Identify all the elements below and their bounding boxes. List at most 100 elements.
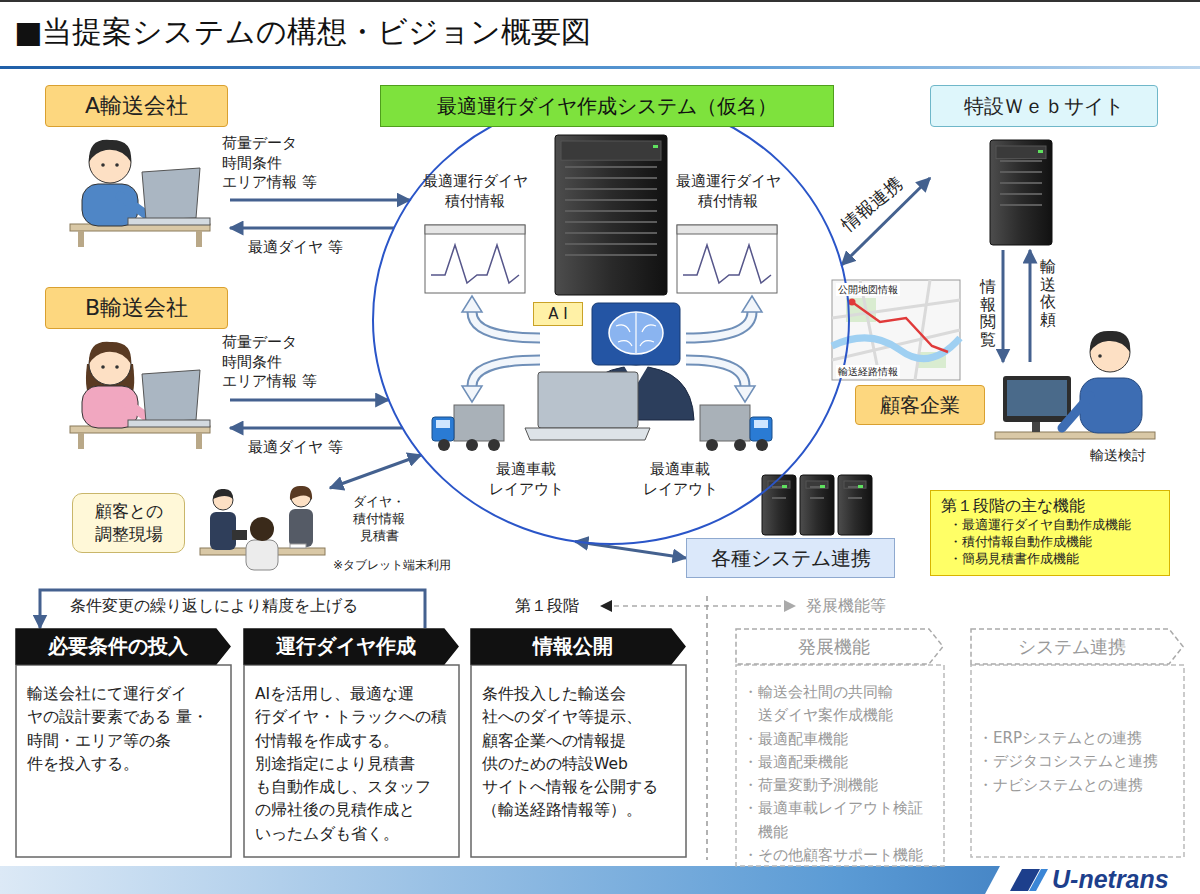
- server-vent: [1000, 160, 1042, 162]
- arm: [1062, 396, 1090, 428]
- customer-name: 顧客企業: [855, 385, 985, 425]
- meeting-figure: [200, 486, 325, 570]
- desk-leg: [196, 433, 202, 449]
- server-led: [1038, 150, 1043, 153]
- server-panel: [996, 146, 1046, 159]
- arrow-head: [735, 386, 755, 402]
- screen-bar: [677, 225, 777, 234]
- laptop-screen: [142, 168, 200, 220]
- screen-bar: [425, 225, 525, 234]
- arrow-fill: [686, 312, 752, 338]
- server-body: [800, 475, 834, 535]
- hair: [1090, 331, 1130, 352]
- step-box: 必要条件の投入輸送会社にて運行ダイ ヤの設計要素である 量・時間・エリア等の条 …: [15, 628, 232, 858]
- server-vent: [810, 497, 824, 499]
- hair: [89, 342, 131, 364]
- arrow-outline: [472, 360, 540, 386]
- torso: [1080, 378, 1142, 433]
- server-led: [653, 145, 658, 148]
- connector-arrow: [40, 590, 425, 628]
- connector-label: ダイヤ・ 積付情報 見積書: [343, 494, 415, 545]
- wheel: [756, 439, 768, 451]
- connector-label: 最適ダイヤ 等: [248, 238, 343, 258]
- server-body: [990, 140, 1052, 245]
- step-text: AIを活用し、最適な運 行ダイヤ・トラックへの積 付情報を作成する。 別途指定に…: [243, 665, 460, 846]
- paper: [290, 544, 306, 548]
- monitor-screen: [1007, 380, 1067, 416]
- chart-screen: [425, 225, 525, 293]
- slide-title: ■当提案システムの構想・ビジョン概要図: [14, 14, 591, 50]
- route-map: [832, 280, 960, 380]
- server-tower: [800, 475, 834, 535]
- connector-arrow: [1002, 250, 1005, 362]
- future-text: ・ERPシステムとの連携: [970, 665, 1185, 750]
- arrow-outline: [686, 312, 752, 338]
- arrow-outline: [686, 360, 745, 386]
- future-box: 発展機能・輸送会社間の共同輸 送ダイヤ案作成機能・最適配車機能・最適配乗機能・荷…: [735, 628, 945, 867]
- arrow-fill: [686, 360, 745, 386]
- truck-cab: [750, 417, 772, 441]
- hair: [213, 489, 233, 499]
- server-led: [782, 485, 787, 488]
- flow-arrow: [686, 296, 762, 338]
- connector-label: 荷量データ 時間条件 エリア情報 等: [222, 134, 340, 193]
- note-label: 最適運行ダイヤ 積付情報: [415, 172, 535, 211]
- truck-cab: [432, 417, 454, 441]
- connector-label: 輸送依頼: [1040, 258, 1056, 328]
- arrow-fill: [472, 312, 540, 338]
- connector-arrow: [330, 455, 421, 488]
- server-vent: [848, 497, 862, 499]
- flow-arrow: [462, 360, 540, 402]
- map-park: [846, 298, 876, 322]
- future-text: ・最適配乗機能: [735, 751, 945, 774]
- connector-arrow: [230, 427, 402, 430]
- stage-arrowhead: [600, 600, 612, 612]
- website-box: 特設Ｗｅｂサイト: [930, 85, 1158, 250]
- server-tower: [762, 475, 796, 535]
- step-text: 必要条件の投入: [15, 628, 232, 665]
- screen: [677, 225, 777, 293]
- connector-label: 荷量データ 時間条件 エリア情報 等: [222, 333, 340, 392]
- company-name: B輸送会社: [45, 287, 228, 329]
- eye: [101, 163, 105, 167]
- server-panel: [806, 481, 828, 488]
- step-body: [471, 665, 686, 857]
- system-circle: 最適運行ダイヤ作成システム（仮名）A I: [372, 85, 850, 545]
- note-label: 最適車載 レイアウト: [486, 460, 566, 499]
- server-tower: [990, 140, 1052, 245]
- future-text: ・最適配車機能: [735, 728, 945, 751]
- chart-screen: [677, 225, 777, 293]
- stage-divider: [706, 596, 708, 860]
- connector-arrow: [230, 227, 394, 230]
- truck: [432, 405, 504, 451]
- server-vent: [1000, 182, 1042, 184]
- note-label: 最適車載 レイアウト: [640, 460, 720, 499]
- feature-text: ・簡易見積書作成機能: [941, 551, 1159, 568]
- laptop-base: [525, 428, 650, 440]
- connector-label: 最適ダイヤ 等: [248, 438, 343, 458]
- server-vent: [565, 166, 657, 168]
- note-label: ※タブレット端末利用: [333, 558, 451, 574]
- eye: [101, 365, 105, 369]
- customer-figure: [995, 331, 1155, 439]
- link-name: 各種システム連携: [686, 538, 895, 578]
- server-vent: [565, 199, 657, 201]
- hair: [89, 140, 131, 162]
- note-label: 公開地図情報: [836, 283, 900, 296]
- desk-leg: [78, 231, 84, 247]
- step-text: 条件投入した輸送会 社へのダイヤ等提示、 顧客企業への情報提 供のための特設We…: [470, 665, 687, 823]
- stage-line: [614, 605, 786, 607]
- wheel: [488, 439, 500, 451]
- title-rule: [0, 66, 1200, 69]
- wheel: [706, 439, 718, 451]
- server-vent: [565, 232, 657, 234]
- ai-robot: [525, 303, 694, 440]
- arrow-outline: [472, 312, 540, 338]
- arrow-fill: [472, 360, 540, 386]
- connector-label: 条件変更の繰り返しにより精度を上げる: [70, 596, 358, 617]
- laptop-screen: [142, 370, 200, 422]
- feature-text: 第１段階の主な機能: [941, 496, 1159, 517]
- step-text: 運行ダイヤ作成: [243, 628, 460, 665]
- server-led: [858, 485, 863, 488]
